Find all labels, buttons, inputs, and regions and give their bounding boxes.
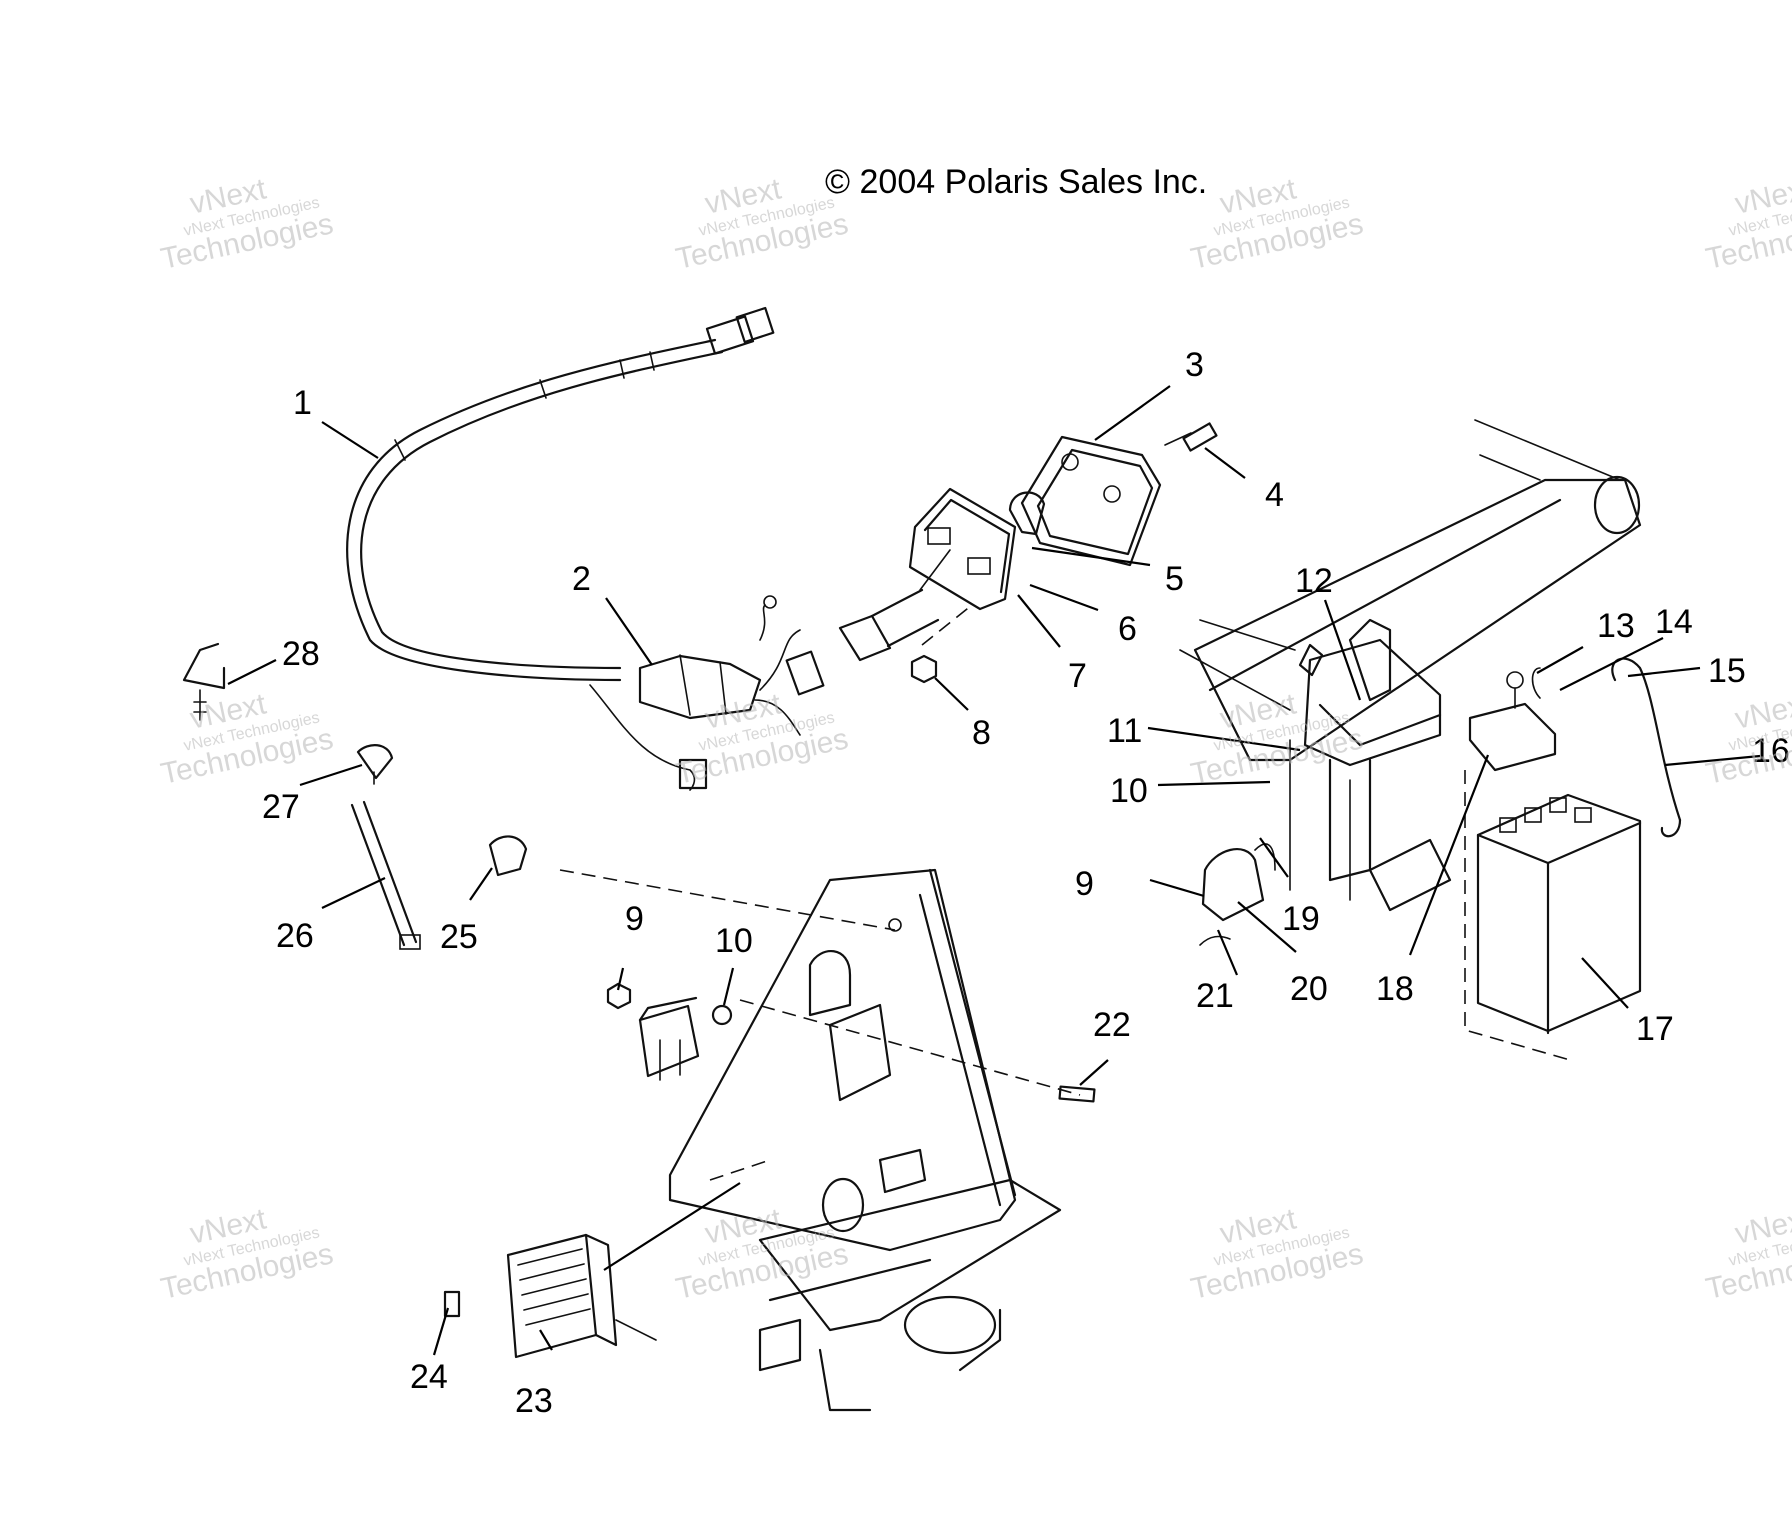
hitch-bolt — [1058, 1085, 1096, 1103]
voltage-regulator — [506, 1233, 657, 1359]
callout-9-right: 9 — [1075, 865, 1094, 903]
cdi-module — [638, 996, 700, 1081]
battery — [1464, 770, 1642, 1061]
callout-26: 26 — [276, 917, 314, 955]
callout-5: 5 — [1165, 560, 1184, 598]
tail-light-nut — [910, 604, 973, 684]
callout-8: 8 — [972, 714, 991, 752]
callout-28: 28 — [282, 635, 320, 673]
callout-17: 17 — [1636, 1010, 1674, 1048]
callout-27: 27 — [262, 788, 300, 826]
tail-light-lens-base — [908, 487, 1017, 611]
callout-24: 24 — [410, 1358, 448, 1396]
callout-18: 18 — [1376, 970, 1414, 1008]
callout-10-right: 10 — [1110, 772, 1148, 810]
callout-numbers: 1 2 3 4 5 6 7 8 9 10 11 12 13 14 15 16 1… — [262, 346, 1790, 1420]
frame-rear-section — [1179, 419, 1642, 912]
callout-12: 12 — [1295, 562, 1333, 600]
tail-light-screw — [1164, 422, 1218, 452]
callout-11: 11 — [1107, 712, 1142, 750]
callout-10-left: 10 — [715, 922, 753, 960]
callout-15: 15 — [1708, 652, 1746, 690]
tail-light-housing — [1020, 435, 1162, 567]
battery-terminal-screw — [1506, 671, 1524, 709]
callout-3: 3 — [1185, 346, 1204, 384]
battery-holddown-clip — [1298, 643, 1324, 677]
callout-13: 13 — [1597, 607, 1635, 645]
callout-1: 1 — [293, 384, 312, 422]
mounting-plate — [668, 868, 1062, 1412]
push-rivet — [182, 642, 226, 721]
callout-4: 4 — [1265, 476, 1284, 514]
callout-7: 7 — [1068, 657, 1087, 695]
leader-lines — [227, 385, 1761, 1356]
callout-16: 16 — [1752, 732, 1790, 770]
cable-tie — [350, 800, 421, 950]
callout-22: 22 — [1093, 1006, 1131, 1044]
tail-light-bulb — [1008, 491, 1046, 536]
wiring-harness — [346, 306, 825, 791]
callout-25: 25 — [440, 918, 478, 956]
callout-21: 21 — [1196, 977, 1234, 1015]
callout-2: 2 — [572, 560, 591, 598]
wire-clip — [356, 744, 394, 785]
callout-20: 20 — [1290, 970, 1328, 1008]
callout-19: 19 — [1282, 900, 1320, 938]
battery-pad — [1468, 702, 1557, 772]
callout-23: 23 — [515, 1382, 553, 1420]
relay-solenoid — [1199, 843, 1276, 946]
copyright-notice: © 2004 Polaris Sales Inc. — [825, 163, 1207, 201]
hitch-washer-left — [711, 999, 1081, 1096]
hitch-nut-left — [606, 982, 632, 1010]
callout-14: 14 — [1655, 603, 1693, 641]
ignition-coil-clip — [488, 835, 896, 931]
callout-9-left: 9 — [625, 900, 644, 938]
regulator-screw — [443, 1290, 461, 1318]
tail-light-socket — [838, 549, 951, 662]
callout-6: 6 — [1118, 610, 1137, 648]
